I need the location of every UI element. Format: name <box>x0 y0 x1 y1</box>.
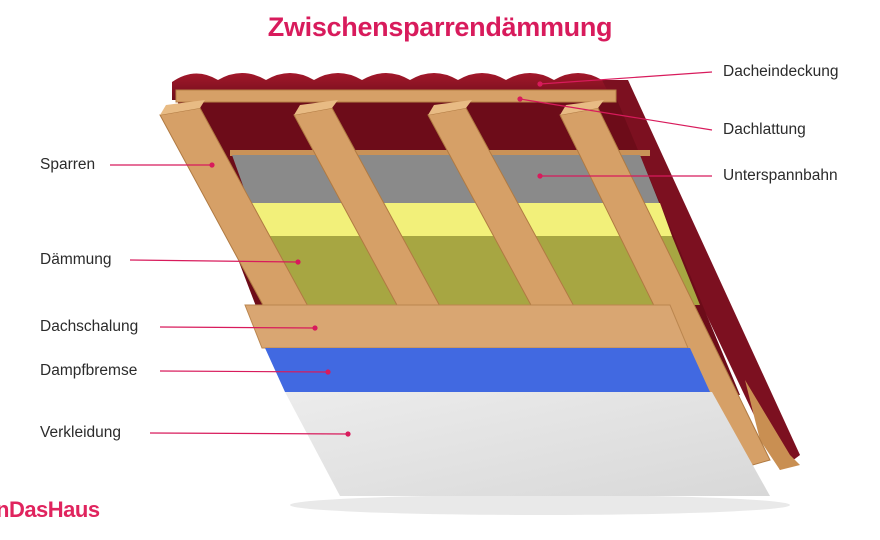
label-dampfbremse: Dampfbremse <box>40 362 138 379</box>
label-dacheindeckung: Dacheindeckung <box>723 63 839 80</box>
label-daemmung: Dämmung <box>40 251 112 268</box>
rafter-tops <box>160 100 604 115</box>
roof-sheathing <box>244 304 689 349</box>
rafters <box>159 107 771 471</box>
board-shadow <box>290 495 790 515</box>
label-dachschalung: Dachschalung <box>40 318 139 335</box>
diagram-title: Zwischensparrendämmung <box>267 12 613 42</box>
label-sparren: Sparren <box>40 156 96 173</box>
batten-2 <box>230 150 650 156</box>
roof-batten <box>175 89 617 103</box>
brand-logo: nDasHaus <box>0 497 100 522</box>
interior-cladding <box>285 392 770 496</box>
eave-rafter-end <box>745 380 800 470</box>
leader-lines <box>110 71 713 437</box>
vapor-barrier <box>265 348 710 392</box>
label-verkleidung: Verkleidung <box>40 424 122 441</box>
label-unterspannbahn: Unterspannbahn <box>723 167 838 184</box>
label-dachlattung: Dachlattung <box>723 121 806 138</box>
